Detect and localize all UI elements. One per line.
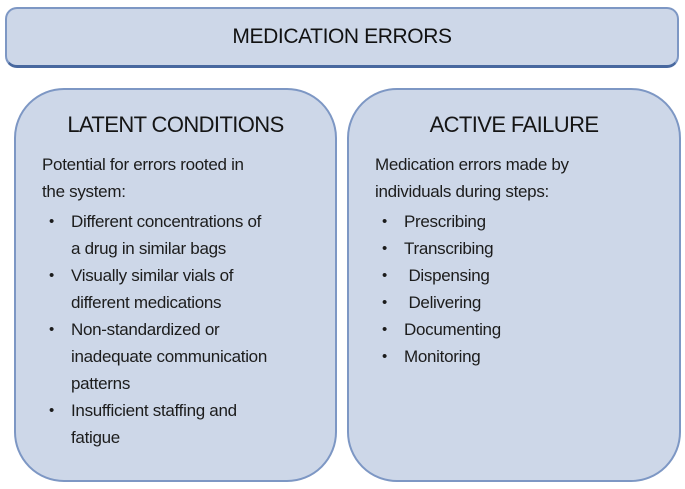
- list-item-text: Delivering: [404, 293, 482, 312]
- latent-conditions-box: LATENT CONDITIONS Potential for errors r…: [14, 88, 337, 482]
- list-item: • Dispensing: [375, 262, 671, 289]
- active-failure-box: ACTIVE FAILURE Medication errors made by…: [347, 88, 681, 482]
- bullet-icon: •: [49, 267, 54, 284]
- list-item: • Different concentrations of a drug in …: [42, 208, 327, 262]
- latent-conditions-intro: Potential for errors rooted in the syste…: [42, 155, 244, 201]
- bullet-icon: •: [382, 294, 387, 311]
- list-item: • Documenting: [375, 316, 671, 343]
- active-failure-list: • Prescribing • Transcribing • Dispensin…: [349, 208, 679, 370]
- bullet-icon: •: [382, 321, 387, 338]
- bullet-icon: •: [49, 213, 54, 230]
- bullet-icon: •: [382, 213, 387, 230]
- bullet-icon: •: [49, 402, 54, 419]
- diagram-title: MEDICATION ERRORS: [232, 25, 452, 48]
- bullet-icon: •: [382, 240, 387, 257]
- list-item-text: Non-standardized or inadequate communica…: [71, 320, 267, 393]
- latent-conditions-list: • Different concentrations of a drug in …: [16, 208, 335, 451]
- list-item-text: Different concentrations of a drug in si…: [71, 212, 262, 258]
- list-item: • Monitoring: [375, 343, 671, 370]
- active-failure-intro: Medication errors made by individuals du…: [375, 155, 569, 201]
- list-item: • Non-standardized or inadequate communi…: [42, 316, 327, 397]
- bullet-icon: •: [49, 321, 54, 338]
- list-item: • Insufficient staffing and fatigue: [42, 397, 327, 451]
- list-item-text: Documenting: [404, 320, 501, 339]
- active-failure-heading: ACTIVE FAILURE: [429, 112, 599, 137]
- list-item-text: Prescribing: [404, 212, 486, 231]
- title-box: MEDICATION ERRORS: [5, 7, 679, 68]
- latent-conditions-heading: LATENT CONDITIONS: [67, 112, 284, 137]
- bullet-icon: •: [382, 267, 387, 284]
- list-item: • Prescribing: [375, 208, 671, 235]
- bullet-icon: •: [382, 348, 387, 365]
- list-item-text: Monitoring: [404, 347, 481, 366]
- list-item: • Delivering: [375, 289, 671, 316]
- list-item-text: Dispensing: [404, 266, 490, 285]
- list-item: • Transcribing: [375, 235, 671, 262]
- list-item-text: Transcribing: [404, 239, 494, 258]
- list-item-text: Insufficient staffing and fatigue: [71, 401, 237, 447]
- list-item-text: Visually similar vials of different medi…: [71, 266, 234, 312]
- list-item: • Visually similar vials of different me…: [42, 262, 327, 316]
